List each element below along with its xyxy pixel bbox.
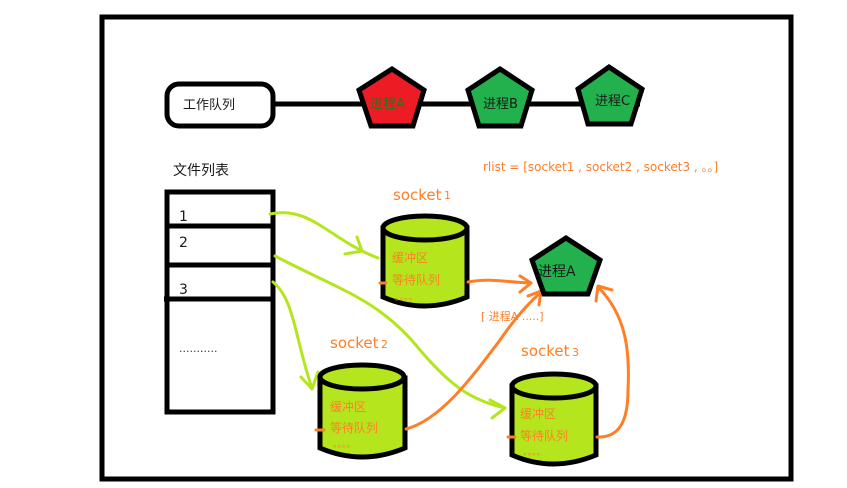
process-b-pentagon: [465, 66, 535, 129]
socket-3-top: [509, 371, 599, 401]
work-queue-box: 工作队列: [164, 81, 276, 129]
socket-2-top: [317, 362, 407, 392]
file-list-row-3: 3: [179, 282, 188, 298]
arrow-head-socket1: [518, 274, 533, 294]
blocked-process-a-label: 进程A: [538, 264, 576, 280]
socket-2-wait-queue: 等待队列: [330, 420, 378, 435]
socket-2-number: 2: [381, 338, 388, 351]
file-list-border: [164, 189, 276, 415]
green-arrows: [268, 211, 507, 420]
socket-2: socket 2 缓冲区 等待队列 。。。。: [317, 334, 408, 460]
socket-1: socket 1 缓冲区 等待队列 。。。。: [380, 186, 470, 309]
arrow-head-socket2: [299, 370, 320, 391]
blocked-process-a-pentagon: [528, 235, 604, 297]
process-c-label: 进程C: [595, 94, 630, 109]
file-list-ellipsis: ...........: [179, 342, 217, 355]
socket-1-buffer: 缓冲区: [392, 250, 428, 265]
socket-1-wait-queue: 等待队列: [392, 272, 440, 287]
socket-3-number: 3: [572, 346, 579, 359]
socket-1-body: [380, 225, 470, 309]
orange-arrows: [314, 274, 630, 439]
file-list-row-1: 1: [179, 209, 188, 225]
process-a-pentagon: [356, 66, 427, 129]
file-list-row-2: 2: [179, 235, 188, 251]
socket-2-buffer: 缓冲区: [330, 399, 366, 414]
arrow-head-socket1: [343, 235, 364, 256]
socket-3-label: socket: [521, 342, 570, 360]
arrow-socket3-to-process: [595, 285, 630, 439]
work-queue-label: 工作队列: [183, 98, 235, 113]
process-b-label: 进程B: [483, 97, 518, 112]
arrow-fd2-to-socket3: [273, 254, 507, 410]
socket-1-label: socket: [393, 186, 442, 204]
socket-2-dots: 。。。。: [333, 440, 356, 450]
rlist-text: rlist = [socket1 , socket2 , socket3 , 。…: [483, 160, 718, 174]
socket-3-dots: 。。。。: [523, 448, 546, 458]
socket-1-top: [380, 213, 470, 243]
blocked-process-a-node: 进程A: [528, 235, 604, 297]
file-list-title: 文件列表: [173, 163, 229, 179]
process-c-node: 进程C: [575, 63, 645, 127]
work-queue-rect: [164, 81, 276, 129]
socket-1-dots: 。。。。: [395, 293, 418, 303]
arrow-head-socket3: [488, 398, 507, 420]
socket-3: socket 3 缓冲区 等待队列 。。。。: [509, 342, 599, 467]
arrow-socket2-to-process: [404, 290, 543, 431]
process-c-pentagon: [575, 63, 645, 127]
file-list-table: 1 2 3 ...........: [164, 189, 276, 415]
process-b-node: 进程B: [465, 66, 535, 129]
socket-1-number: 1: [444, 189, 451, 202]
process-a-label: 进程A: [370, 97, 405, 112]
arrow-socket1-to-process: [466, 278, 532, 285]
socket-3-body: [509, 383, 599, 467]
socket-3-wait-queue: 等待队列: [520, 428, 568, 443]
socket-2-body: [317, 375, 408, 460]
socket-2-label: socket: [330, 334, 379, 352]
process-wait-list-label: [ 进程A .....]: [481, 310, 544, 323]
socket-3-buffer: 缓冲区: [520, 406, 556, 421]
process-a-node: 进程A: [356, 66, 427, 129]
arrow-head-socket3: [594, 284, 614, 303]
arrow-fd3-to-socket2: [271, 280, 314, 390]
